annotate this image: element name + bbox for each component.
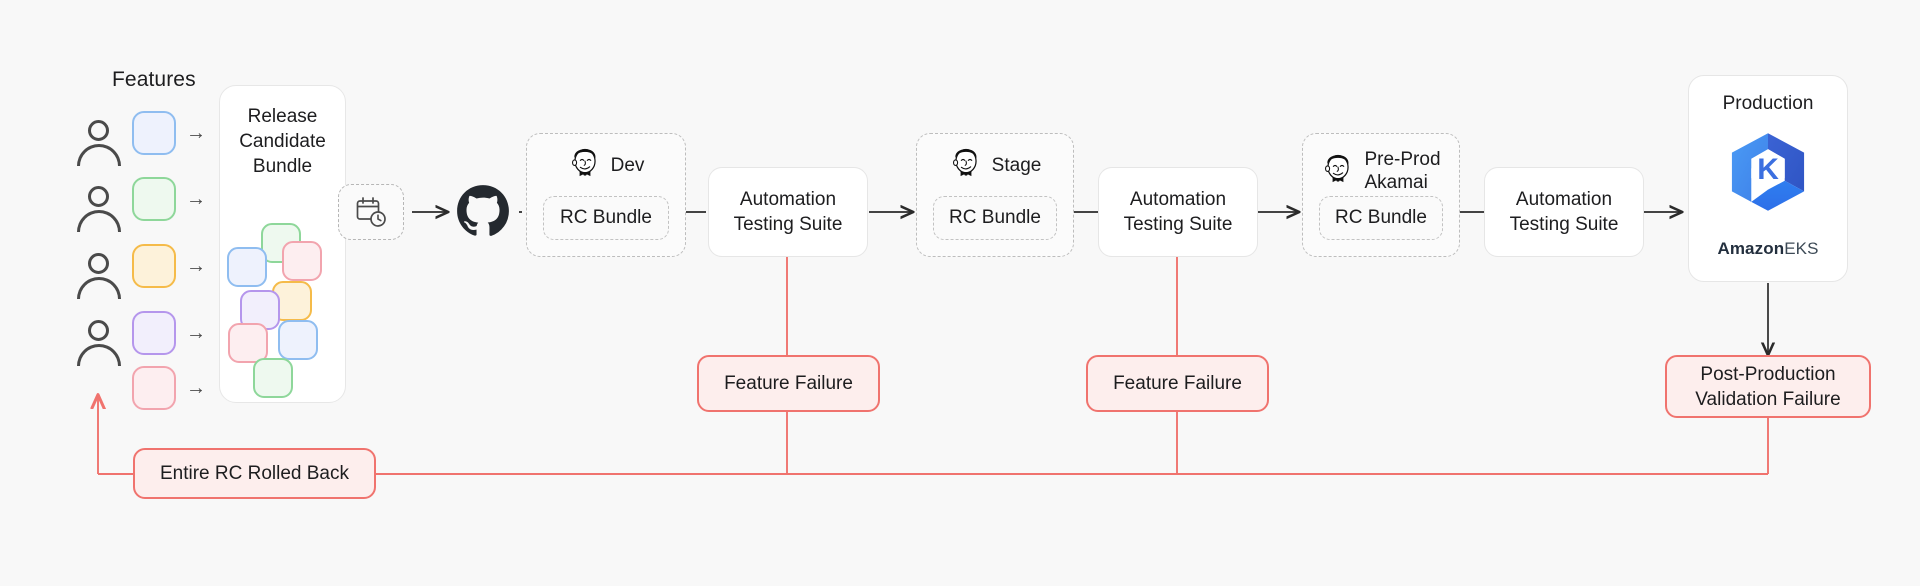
bundle-chip-pink xyxy=(282,241,322,281)
release-candidate-bundle[interactable]: Release Candidate Bundle xyxy=(219,85,346,403)
bundle-chip-blue xyxy=(227,247,267,287)
feature-failure-dev[interactable]: Feature Failure xyxy=(697,355,880,412)
automation-testing-suite-dev[interactable]: Automation Testing Suite xyxy=(708,167,868,257)
feature-chip-blue[interactable] xyxy=(132,111,176,155)
jenkins-icon xyxy=(1325,154,1350,183)
artifact-rc-bundle[interactable]: RC Bundle xyxy=(543,196,669,240)
environment-header: Stage xyxy=(917,148,1073,182)
environment-header: Pre-Prod Akamai xyxy=(1303,148,1459,194)
environment-preprod[interactable]: Pre-Prod Akamai RC Bundle xyxy=(1302,133,1460,257)
production-title: Production xyxy=(1722,93,1814,114)
artifact-rc-bundle[interactable]: RC Bundle xyxy=(933,196,1057,240)
avatar-head-icon xyxy=(88,320,109,341)
feature-failure-stage[interactable]: Feature Failure xyxy=(1086,355,1269,412)
feature-chip-purple[interactable] xyxy=(132,311,176,355)
source-control-node[interactable] xyxy=(455,184,511,240)
avatar-head-icon xyxy=(88,120,109,141)
production-node[interactable]: Production K Ama xyxy=(1688,75,1848,282)
features-label: Features xyxy=(112,68,196,91)
avatar-head-icon xyxy=(88,186,109,207)
bundle-chip-cluster xyxy=(220,223,347,403)
automation-testing-suite-preprod[interactable]: Automation Testing Suite xyxy=(1484,167,1644,257)
jenkins-icon xyxy=(571,148,596,177)
release-candidate-title: Release Candidate Bundle xyxy=(239,106,326,177)
avatar-body-icon xyxy=(77,344,121,366)
environment-label: Pre-Prod Akamai xyxy=(1364,149,1441,193)
calendar-clock-icon xyxy=(356,197,386,227)
environment-header: Dev xyxy=(527,148,685,182)
jenkins-icon xyxy=(952,148,977,177)
svg-text:K: K xyxy=(1757,153,1779,186)
rollback-path xyxy=(98,257,1769,475)
feature-chip-green[interactable] xyxy=(132,177,176,221)
feature-arrow-icon: → xyxy=(186,188,206,210)
feature-arrow-icon: → xyxy=(186,322,206,344)
bundle-chip-green2 xyxy=(253,358,293,398)
user-avatar xyxy=(76,253,122,299)
vendor-bold: Amazon xyxy=(1717,239,1785,258)
avatar-head-icon xyxy=(88,253,109,274)
entire-rc-rolled-back[interactable]: Entire RC Rolled Back xyxy=(133,448,376,499)
feature-chip-pink[interactable] xyxy=(132,366,176,410)
user-avatar xyxy=(76,120,122,166)
feature-arrow-icon: → xyxy=(186,122,206,144)
production-vendor: AmazonEKS xyxy=(1689,239,1847,259)
feature-arrow-icon: → xyxy=(186,255,206,277)
bundle-chip-pink2 xyxy=(228,323,268,363)
avatar-body-icon xyxy=(77,210,121,232)
user-avatar xyxy=(76,320,122,366)
amazon-eks-icon: K xyxy=(1731,133,1805,211)
schedule-badge[interactable] xyxy=(338,184,404,240)
avatar-body-icon xyxy=(77,277,121,299)
feature-arrow-icon: → xyxy=(186,377,206,399)
environment-dev[interactable]: Dev RC Bundle xyxy=(526,133,686,257)
vendor-light: EKS xyxy=(1784,239,1819,258)
github-icon xyxy=(457,185,509,236)
feature-chip-yellow[interactable] xyxy=(132,244,176,288)
environment-stage[interactable]: Stage RC Bundle xyxy=(916,133,1074,257)
environment-label: Stage xyxy=(991,154,1042,176)
user-avatar xyxy=(76,186,122,232)
post-production-failure[interactable]: Post-Production Validation Failure xyxy=(1665,355,1871,418)
avatar-body-icon xyxy=(77,144,121,166)
bundle-chip-blue2 xyxy=(278,320,318,360)
artifact-rc-bundle[interactable]: RC Bundle xyxy=(1319,196,1443,240)
environment-label: Dev xyxy=(610,154,645,176)
automation-testing-suite-stage[interactable]: Automation Testing Suite xyxy=(1098,167,1258,257)
